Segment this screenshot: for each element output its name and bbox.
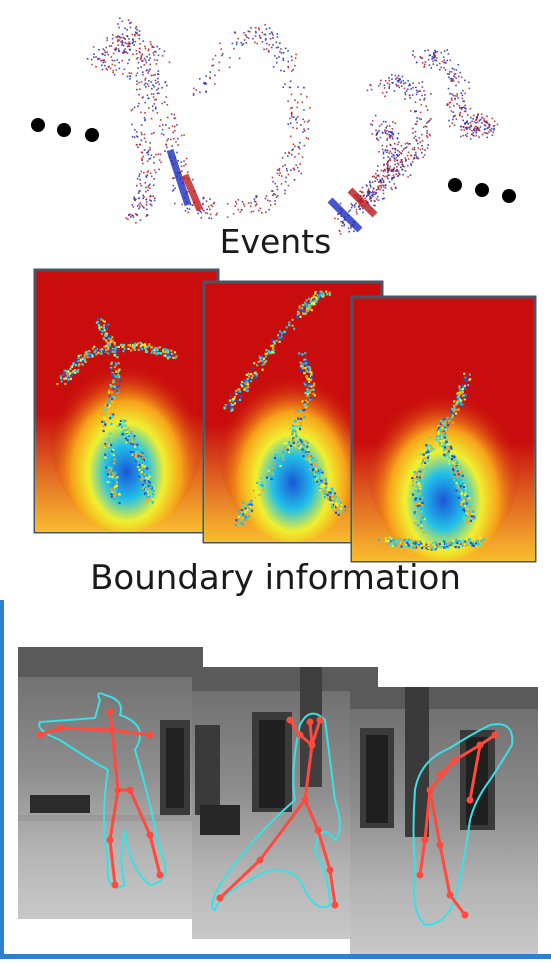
ellipsis-left-icon — [31, 118, 99, 142]
boundary-frame-1 — [33, 268, 220, 534]
pose-frame-1 — [18, 647, 203, 919]
ellipsis-right-icon — [448, 178, 516, 203]
boundary-panel — [33, 268, 537, 563]
events-panel — [31, 17, 516, 235]
slide-edge-bottom — [0, 954, 551, 959]
events-caption: Events — [219, 222, 332, 261]
slide-edge-left — [0, 600, 4, 959]
event-scatter — [86, 17, 499, 235]
pose-panel — [18, 647, 538, 955]
boundary-frame-3 — [350, 295, 537, 563]
pose-frame-2 — [192, 667, 378, 939]
boundary-caption: Boundary information — [90, 558, 461, 598]
pose-frame-3 — [350, 687, 538, 955]
